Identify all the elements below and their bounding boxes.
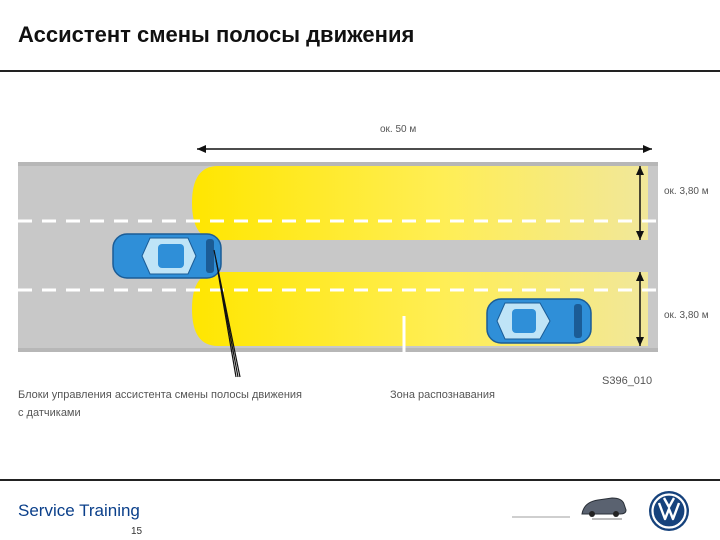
lane-change-diagram: ок. 50 м ок. 3,80 м ок. 3,80 м Блоки упр… xyxy=(18,124,709,419)
distance-dimension xyxy=(197,145,652,153)
road-edge-bottom xyxy=(18,348,658,352)
car-thumbnail-image xyxy=(512,497,627,520)
caption-detection-zone: Зона распознавания xyxy=(390,389,495,401)
width-label-upper: ок. 3,80 м xyxy=(664,186,709,197)
width-label-lower: ок. 3,80 м xyxy=(664,310,709,321)
header-divider xyxy=(0,70,720,72)
sensor-leader-lines xyxy=(213,249,241,378)
vw-logo-icon xyxy=(649,491,689,531)
road-edge-top xyxy=(18,162,658,166)
distance-label: ок. 50 м xyxy=(380,124,416,135)
figure-code: S396_010 xyxy=(602,375,652,387)
detection-zone-upper xyxy=(192,166,648,240)
own-car xyxy=(112,233,222,279)
width-dimension-upper xyxy=(636,166,644,240)
caption-sensors-line1: Блоки управления ассистента смены полосы… xyxy=(18,389,302,401)
footer-brand: Service Training xyxy=(18,501,140,520)
slide-title: Ассистент смены полосы движения xyxy=(18,22,415,47)
width-dimension-lower xyxy=(636,272,644,346)
footer-divider xyxy=(0,479,720,481)
other-car xyxy=(486,298,592,344)
caption-sensors-line2: с датчиками xyxy=(18,407,81,419)
page-number: 15 xyxy=(131,526,143,537)
